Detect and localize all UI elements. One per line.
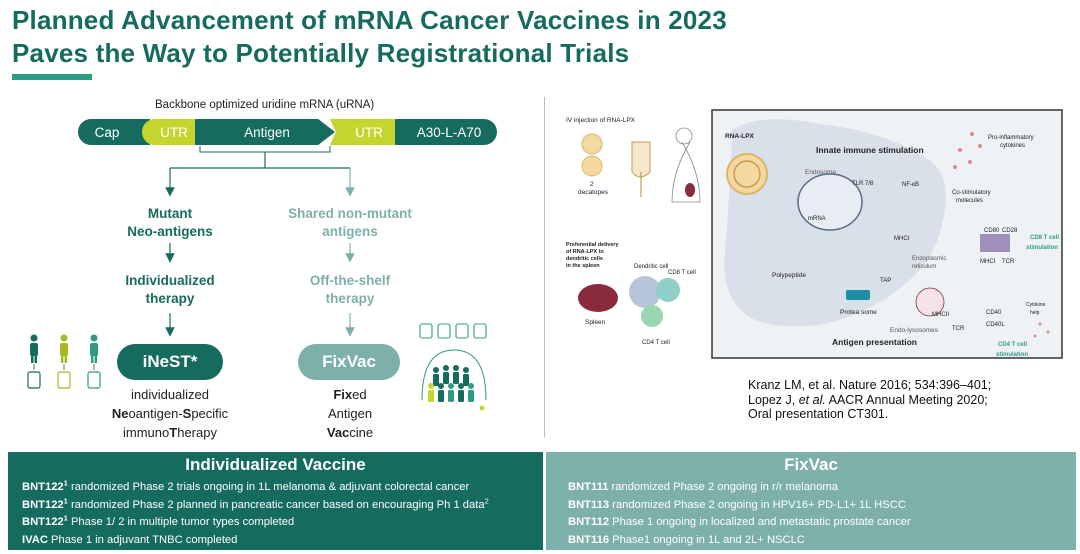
mhci-2-label: MHCI (980, 259, 996, 265)
patient-icon (60, 334, 68, 363)
cd40-label: CD40 (986, 310, 1002, 316)
spleen-label: Spleen (585, 319, 606, 326)
endosome-label: Endosome (805, 169, 836, 176)
proteasome-label: Protea some (840, 309, 877, 316)
tap-label: TAP (880, 278, 891, 284)
cd8-cell-label: CD8 T cell (668, 270, 696, 276)
list-item: BNT113 randomized Phase 2 ongoing in HPV… (568, 498, 906, 511)
list-item: IVAC Phase 1 in adjuvant TNBC completed (22, 533, 238, 546)
fixvac-list: BNT111 randomized Phase 2 ongoing in r/r… (568, 479, 1070, 549)
cd40l-label: CD40L (986, 322, 1005, 328)
backbone-label: Backbone optimized uridine mRNA (uRNA) (155, 99, 375, 111)
iv-injection-label: IV injection of RNA-LPX (566, 117, 636, 124)
decatopes-count: 2 (590, 181, 594, 188)
individualized-vaccine-title: Individualized Vaccine (185, 455, 366, 474)
cd28-label: CD28 (1002, 228, 1018, 234)
tlr-label: TLR 7/8 (852, 181, 874, 187)
page-title: Planned Advancement of mRNA Cancer Vacci… (12, 4, 727, 70)
list-item: BNT112 Phase 1 ongoing in localized and … (568, 516, 911, 528)
inest-badge: iNeST* (117, 344, 223, 380)
left-therapy-type: Individualized therapy (125, 273, 215, 306)
endolysosome-label: Endo-lysosomes (890, 327, 939, 334)
vertical-divider (544, 97, 545, 437)
list-item: BNT1221 randomized Phase 2 planned in pa… (22, 495, 489, 511)
nfkb-label: NF-κB (902, 182, 919, 188)
polypeptide-label: Polypeptide (772, 272, 806, 279)
mhcii-label: MHCII (932, 312, 949, 318)
vial-icon (57, 371, 71, 389)
individualized-vaccine-list: BNT1221 randomized Phase 2 trials ongoin… (22, 479, 537, 549)
construct-antigen: Antigen (195, 119, 335, 145)
mrna-label: mRNA (808, 216, 826, 222)
construct-utr-3: UTR (330, 119, 404, 145)
decatopes-word: decatopes (578, 189, 609, 196)
vial-icon (87, 371, 101, 389)
vial-icon (27, 371, 41, 389)
cd4-cell-label: CD4 T cell (642, 340, 670, 346)
tcr-label: TCR (1002, 259, 1015, 265)
left-antigen-type: Mutant Neo-antigens (127, 206, 213, 239)
fixvac-description: Fixed Antigen Vaccine (326, 387, 374, 440)
right-antigen-type: Shared non-mutant antigens (288, 206, 412, 239)
antigen-presentation-label: Antigen presentation (832, 337, 917, 347)
title-line-1: Planned Advancement of mRNA Cancer Vacci… (12, 5, 727, 35)
innate-immune-label: Innate immune stimulation (816, 145, 924, 155)
cd80-label: CD80 (984, 228, 1000, 234)
patient-icon (90, 334, 98, 363)
dendritic-cell-label: Dendritic cell (634, 264, 668, 270)
right-therapy-type: Off-the-shelf therapy (309, 273, 391, 306)
patient-population-icon (419, 323, 487, 411)
list-item: BNT111 randomized Phase 2 ongoing in r/r… (568, 481, 838, 493)
fixvac-panel: FixVac BNT111 randomized Phase 2 ongoing… (546, 452, 1076, 550)
references: Kranz LM, et al. Nature 2016; 534:396–40… (748, 378, 992, 421)
inest-description: individualized Neoantigen-Specific immun… (111, 387, 229, 440)
fixvac-title: FixVac (784, 455, 838, 474)
rna-lpx-label: RNA-LPX (725, 133, 755, 140)
construct-poly-a-tail: A30-L-A70 (395, 119, 497, 145)
list-item: BNT1221 randomized Phase 2 trials ongoin… (22, 478, 470, 493)
title-underline (12, 74, 92, 80)
list-item: BNT116 Phase1 ongoing in 1L and 2L+ NSCL… (568, 533, 805, 546)
tcr-2-label: TCR (952, 326, 965, 332)
fixvac-badge: FixVac (298, 344, 400, 380)
individual-patients-icon (27, 334, 101, 389)
construct-utr-5: UTR (142, 119, 202, 145)
patient-icon (30, 334, 38, 363)
individualized-vaccine-panel: Individualized Vaccine BNT1221 randomize… (8, 452, 543, 550)
title-line-2: Paves the Way to Potentially Registratio… (12, 38, 630, 68)
flow-connectors (165, 146, 355, 337)
list-item: BNT1221 Phase 1/ 2 in multiple tumor typ… (22, 513, 295, 528)
mhci-label: MHCI (894, 236, 910, 242)
construct-cap: Cap (78, 119, 150, 145)
